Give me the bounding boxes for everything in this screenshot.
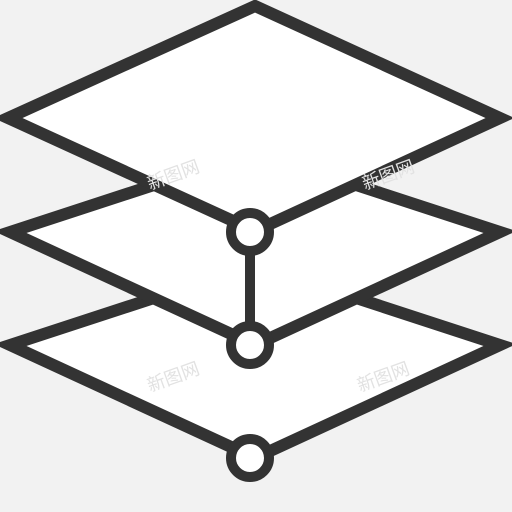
node-bottom xyxy=(226,434,274,482)
node-middle xyxy=(226,321,274,369)
node-top xyxy=(226,208,274,256)
layer-top xyxy=(0,0,512,238)
